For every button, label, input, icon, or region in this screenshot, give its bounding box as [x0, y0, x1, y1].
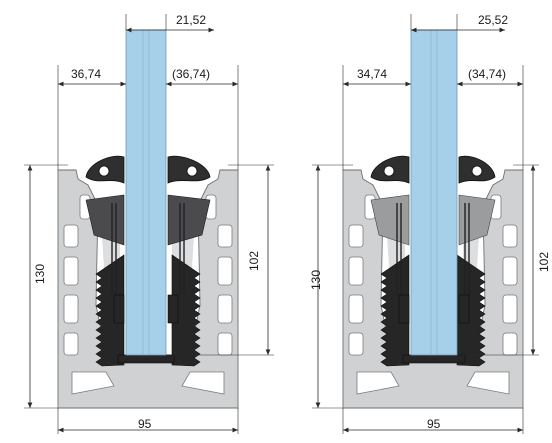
left-right-offset-label: (36,74)	[172, 67, 210, 81]
left-offset-label: 36,74	[71, 67, 101, 81]
left-chamber-1	[63, 256, 79, 286]
right-total-height-label: 130	[309, 270, 323, 290]
right-chamber-5	[502, 256, 518, 286]
left-bolt-right	[167, 294, 179, 324]
right-gasket-hole-right	[471, 165, 483, 177]
left-clamp-block-left	[95, 254, 125, 367]
right-wedge-left	[370, 194, 410, 246]
right-chamber-2	[348, 294, 364, 324]
right-gasket-hole-left	[383, 165, 395, 177]
left-gasket-hole-right	[186, 165, 198, 177]
left-chamber-4	[217, 224, 233, 248]
left-bottom-chamber-right	[181, 371, 225, 395]
right-wedge-right	[458, 194, 496, 246]
right-chamber-6	[502, 294, 518, 324]
left-bolt-left	[113, 294, 125, 324]
left-bottom-chamber-left	[71, 371, 115, 395]
right-inner-height-label: 102	[537, 252, 551, 272]
left-wedge-right	[167, 194, 211, 246]
left-chamber-0	[63, 224, 79, 248]
left-width-label: 95	[138, 417, 152, 431]
left-chamber-5	[217, 256, 233, 286]
right-clamp-block-left	[380, 254, 410, 367]
right-bottom-chamber-left	[356, 371, 400, 395]
left-glass-panel	[125, 29, 167, 356]
right-clamp-block-right	[456, 254, 486, 367]
right-chamber-0	[348, 224, 364, 248]
right-bolt-right	[458, 294, 470, 324]
right-bottom-chamber-right	[466, 371, 510, 395]
right-width-label: 95	[427, 417, 441, 431]
left-inner-height-label: 102	[247, 251, 261, 271]
left-gasket-hole-left	[98, 165, 110, 177]
right-chamber-3	[348, 332, 364, 356]
left-chamber-3	[63, 332, 79, 356]
left-total-height-label: 130	[33, 264, 47, 284]
right-right-offset-label: (34,74)	[468, 67, 506, 81]
right-chamber-1	[348, 256, 364, 286]
left-wedge-left	[85, 194, 125, 246]
right-glass-thickness-label: 25,52	[478, 13, 508, 27]
left-chamber-6	[217, 294, 233, 324]
left-clamp-block-right	[171, 254, 201, 367]
right-offset-label: 34,74	[357, 67, 387, 81]
right-bolt-left	[398, 294, 410, 324]
left-glass-thickness-label: 21,52	[176, 13, 206, 27]
left-chamber-2	[63, 294, 79, 324]
right-glass-panel	[410, 29, 458, 356]
right-chamber-4	[502, 224, 518, 248]
